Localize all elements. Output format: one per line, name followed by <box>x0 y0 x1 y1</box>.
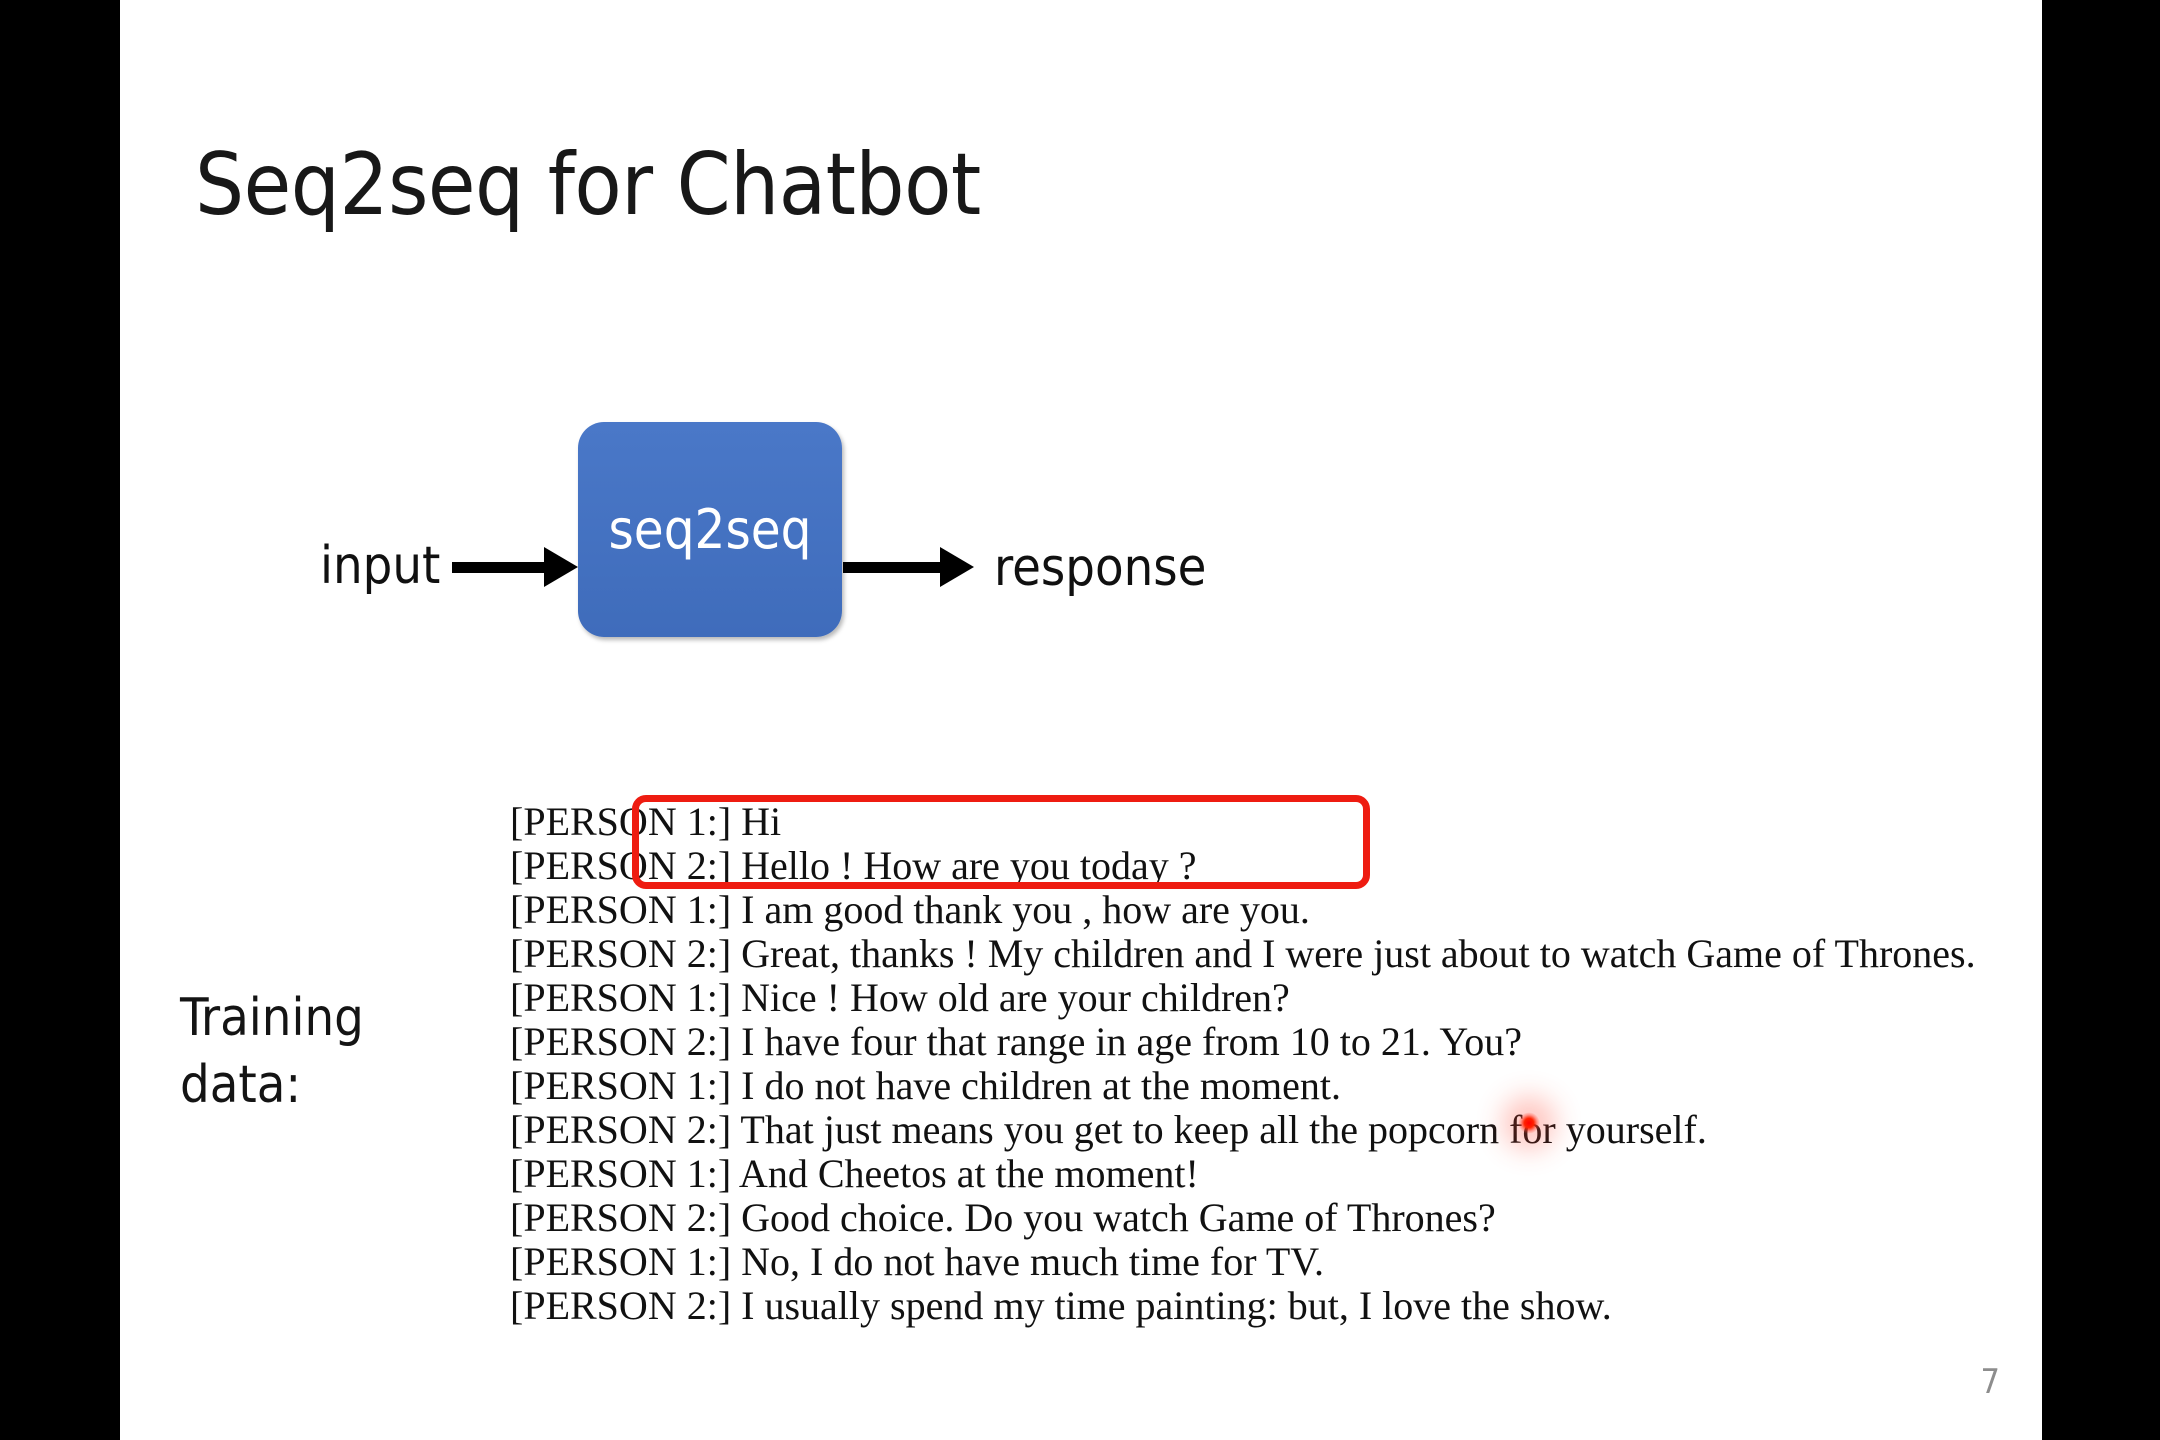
transcript-line: [PERSON 1:] No, I do not have much time … <box>510 1240 2010 1284</box>
training-data-caption: Training data: <box>180 985 440 1118</box>
arrow-right-icon <box>452 547 580 587</box>
diagram-input-label: input <box>320 536 441 596</box>
page-number: 7 <box>1980 1362 2000 1402</box>
transcript-utterance: Hello ! How are you today ? <box>731 843 1197 888</box>
transcript-utterance: I do not have children at the moment. <box>731 1063 1341 1108</box>
transcript-speaker: [PERSON 1:] <box>510 799 732 844</box>
seq2seq-pipeline-diagram: input seq2seq response <box>120 422 2042 710</box>
transcript-speaker: [PERSON 1:] <box>510 975 732 1020</box>
arrow-head <box>544 547 578 587</box>
transcript-utterance: Hi <box>731 799 782 844</box>
transcript-line: [PERSON 1:] I do not have children at th… <box>510 1064 2010 1108</box>
transcript-line: [PERSON 2:] Great, thanks ! My children … <box>510 932 2010 976</box>
transcript-utterance: No, I do not have much time for TV. <box>731 1239 1325 1284</box>
arrow-right-icon <box>843 547 978 587</box>
transcript-speaker: [PERSON 1:] <box>510 1239 732 1284</box>
transcript-speaker: [PERSON 2:] <box>510 1195 732 1240</box>
transcript-utterance: And Cheetos at the moment! <box>731 1151 1199 1196</box>
transcript-line: [PERSON 2:] I usually spend my time pain… <box>510 1284 2010 1328</box>
arrow-head <box>940 547 974 587</box>
transcript-utterance: I am good thank you , how are you. <box>731 887 1310 932</box>
transcript-speaker: [PERSON 1:] <box>510 1151 732 1196</box>
training-caption-line-2: data: <box>180 1054 302 1115</box>
transcript-utterance: That just means you get to keep all the … <box>731 1107 1707 1152</box>
transcript-speaker: [PERSON 2:] <box>510 1283 732 1328</box>
transcript-utterance: Nice ! How old are your children? <box>731 975 1290 1020</box>
seq2seq-model-box: seq2seq <box>578 422 842 637</box>
transcript-speaker: [PERSON 1:] <box>510 887 732 932</box>
transcript-line: [PERSON 2:] Good choice. Do you watch Ga… <box>510 1196 2010 1240</box>
transcript-speaker: [PERSON 1:] <box>510 1063 732 1108</box>
transcript-utterance: Good choice. Do you watch Game of Throne… <box>731 1195 1496 1240</box>
arrow-shaft <box>452 562 548 573</box>
transcript-line: [PERSON 2:] I have four that range in ag… <box>510 1020 2010 1064</box>
transcript-line: [PERSON 1:] Nice ! How old are your chil… <box>510 976 2010 1020</box>
transcript-speaker: [PERSON 2:] <box>510 1019 732 1064</box>
transcript-line: [PERSON 1:] And Cheetos at the moment! <box>510 1152 2010 1196</box>
training-data-transcript: [PERSON 1:] Hi[PERSON 2:] Hello ! How ar… <box>510 800 2010 1328</box>
page-title: Seq2seq for Chatbot <box>195 135 981 235</box>
transcript-line: [PERSON 2:] That just means you get to k… <box>510 1108 2010 1152</box>
arrow-shaft <box>843 562 943 573</box>
presentation-slide: Seq2seq for Chatbot input seq2seq respon… <box>120 0 2042 1440</box>
transcript-line: [PERSON 1:] Hi <box>510 800 2010 844</box>
transcript-utterance: Great, thanks ! My children and I were j… <box>731 931 1976 976</box>
transcript-speaker: [PERSON 2:] <box>510 931 732 976</box>
transcript-utterance: I usually spend my time painting: but, I… <box>731 1283 1612 1328</box>
transcript-speaker: [PERSON 2:] <box>510 843 732 888</box>
transcript-line: [PERSON 1:] I am good thank you , how ar… <box>510 888 2010 932</box>
seq2seq-box-label: seq2seq <box>608 498 812 561</box>
transcript-utterance: I have four that range in age from 10 to… <box>731 1019 1523 1064</box>
training-caption-line-1: Training <box>180 988 364 1048</box>
transcript-speaker: [PERSON 2:] <box>510 1107 732 1152</box>
transcript-line: [PERSON 2:] Hello ! How are you today ? <box>510 844 2010 888</box>
diagram-response-label: response <box>994 538 1207 598</box>
